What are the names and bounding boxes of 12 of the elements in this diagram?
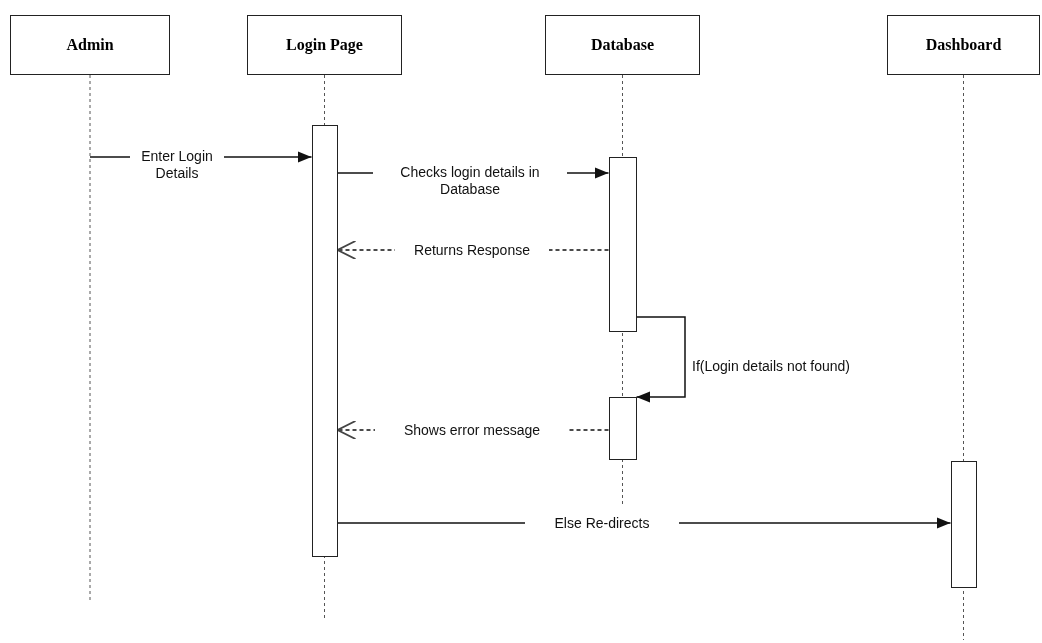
message-arrow [635, 316, 686, 403]
edge-label: Returns Response [395, 242, 549, 259]
lifeline-head: Database [545, 15, 700, 75]
lifeline-head: Admin [10, 15, 170, 75]
lifeline-head: Dashboard [887, 15, 1040, 75]
edge-label: If(Login details not found) [691, 358, 851, 375]
edge-label: Shows error message [375, 422, 569, 439]
activation-bar [608, 397, 637, 460]
lifeline-head: Login Page [247, 15, 402, 75]
activation-bar [950, 461, 977, 588]
activation-bar [311, 125, 338, 557]
activation-bar [608, 157, 637, 332]
